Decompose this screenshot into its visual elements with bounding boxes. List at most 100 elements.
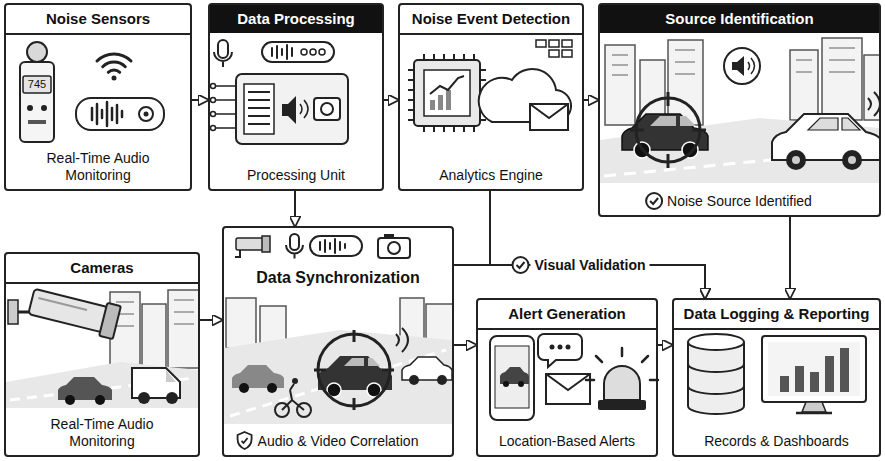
shield-icon-part xyxy=(238,432,252,449)
check-icon-part xyxy=(646,193,662,209)
alert-icons-part xyxy=(500,367,529,384)
camera-scene-part xyxy=(58,377,112,400)
circuit-lines xyxy=(211,84,237,131)
box-caption: Analytics Engine xyxy=(400,165,582,189)
box-caption: Processing Unit xyxy=(210,165,382,189)
alert-icons-part xyxy=(538,334,582,367)
street-scene-part xyxy=(772,114,879,160)
database-and-dashboard-part xyxy=(840,348,849,392)
street-scene-part-part xyxy=(605,45,635,125)
street-scene-part xyxy=(792,156,800,164)
microphone-icon-part xyxy=(218,40,228,58)
alert-icons-part xyxy=(518,381,524,387)
alert-icons-part xyxy=(550,345,555,350)
sync-icons-part xyxy=(290,234,299,250)
box-heading: Noise Event Detection xyxy=(400,5,582,35)
street-scene-part xyxy=(842,150,862,170)
analytics-chip-part xyxy=(438,95,443,110)
check-icon xyxy=(646,193,662,209)
analytics-chip-part xyxy=(414,60,480,126)
data-grid-icons-part xyxy=(562,40,572,47)
street-scene-part xyxy=(732,56,744,76)
analytics-chip-part xyxy=(430,76,464,94)
street-scene-part xyxy=(868,92,879,116)
sync-scene-part xyxy=(267,383,277,393)
processing-unit-part xyxy=(244,84,274,134)
database-and-dashboard-part xyxy=(825,356,834,392)
street-scene-part xyxy=(808,118,860,130)
process-box: CamerasReal-Time Audio Monitoring xyxy=(4,252,200,457)
camera-scene-part-part xyxy=(99,303,121,339)
street-scene-part xyxy=(724,48,760,84)
waveform-icon-part xyxy=(272,45,292,59)
check-icon-part xyxy=(516,262,524,268)
database-and-dashboard-part xyxy=(802,402,826,412)
sync-icons-part xyxy=(310,236,362,256)
sync-scene-part xyxy=(396,328,408,352)
database-and-dashboard-part xyxy=(780,376,789,392)
waveform-icon-part xyxy=(262,42,334,62)
processing-unit-part xyxy=(282,96,296,124)
camera-scene-part-part xyxy=(168,290,198,368)
sync-icons-part xyxy=(378,238,410,258)
sound-level-meter-part xyxy=(20,62,54,142)
shield-icon-part xyxy=(242,438,248,443)
wifi-symbol-part xyxy=(97,54,131,61)
analytics-chip xyxy=(408,54,486,132)
analytics-chip-part xyxy=(424,70,470,116)
process-box: Source IdentificationNoise Source Identi… xyxy=(598,3,881,217)
data-grid-icons-part xyxy=(536,40,546,47)
audio-recorder-part xyxy=(139,107,153,121)
flow-arrow xyxy=(658,344,672,346)
wifi-symbol-part xyxy=(112,76,117,81)
edge-label: Visual Validation xyxy=(530,257,649,273)
wifi-symbol xyxy=(97,54,131,81)
sound-level-meter-part xyxy=(27,42,47,62)
database-and-dashboard-part xyxy=(810,372,819,392)
alert-icons-part xyxy=(558,345,563,350)
processing-unit-part xyxy=(248,92,270,124)
database-and-dashboard xyxy=(688,334,866,414)
street-scene-part xyxy=(786,150,806,170)
process-box: Noise Event DetectionAnalytics Engine xyxy=(398,3,584,191)
sync-scene-part-part xyxy=(226,298,256,348)
sync-scene-part xyxy=(230,350,446,416)
sync-scene-part xyxy=(409,375,419,385)
microphone-icon xyxy=(214,40,232,67)
microphone-icon-part xyxy=(214,52,232,67)
street-scene xyxy=(600,38,879,183)
database-and-dashboard-part xyxy=(688,364,744,394)
box-heading: Alert Generation xyxy=(478,300,656,330)
sync-scene-part xyxy=(314,330,394,410)
analytics-chip-part xyxy=(408,54,486,132)
database-and-dashboard-part xyxy=(796,412,832,415)
data-grid-icons-part xyxy=(549,40,559,47)
street-scene-part xyxy=(748,58,755,74)
sound-level-meter-part xyxy=(27,105,33,111)
circuit-lines-part xyxy=(214,86,236,128)
process-box: Data ProcessingProcessing Unit xyxy=(208,3,384,191)
database-and-dashboard-part xyxy=(688,342,744,414)
alert-icons-part xyxy=(566,345,571,350)
processing-unit xyxy=(236,74,348,144)
street-scene-part xyxy=(650,116,696,126)
box-caption: Real-Time Audio Monitoring xyxy=(37,414,167,455)
sound-level-meter-part xyxy=(41,105,47,111)
camera-scene-part-part xyxy=(28,289,108,333)
camera-scene-part xyxy=(166,370,176,382)
audio-recorder-part xyxy=(76,98,164,130)
alert-icons-part xyxy=(604,366,640,400)
camera-scene-part xyxy=(116,300,194,326)
street-scene-part-part xyxy=(822,38,862,120)
audio-recorder-part xyxy=(92,102,122,126)
sync-scene xyxy=(224,298,452,424)
waveform-icon-part xyxy=(319,49,325,55)
box-heading: Noise Sensors xyxy=(6,5,190,35)
alert-icons-part xyxy=(546,374,590,404)
sync-scene-part xyxy=(224,330,452,424)
waveform-icon-part xyxy=(301,49,307,55)
